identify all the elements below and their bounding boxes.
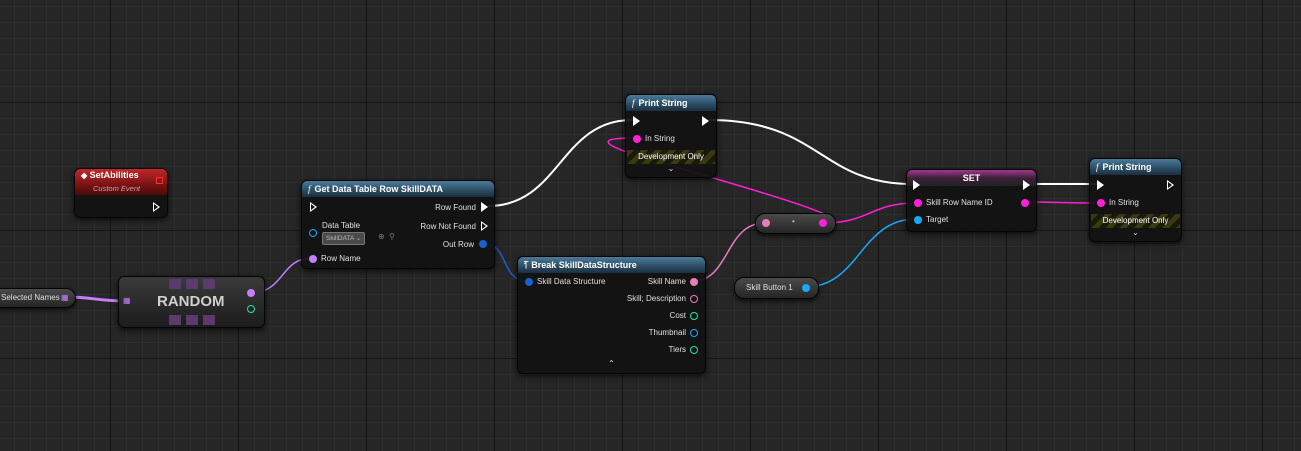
- output-skill-name-label: Skill Name: [647, 277, 686, 286]
- break-header: ⥘Break SkillDataStructure: [518, 257, 705, 273]
- get-row-exec-in-pin[interactable]: [310, 202, 317, 212]
- data-table-pin[interactable]: [309, 229, 317, 237]
- random-out-int-pin[interactable]: [247, 305, 255, 313]
- set-exec-in-pin[interactable]: [913, 180, 920, 190]
- set-var-in-pin[interactable]: [914, 199, 922, 207]
- set-abilities-event-node[interactable]: ◆ SetAbilities Custom Event: [74, 168, 168, 218]
- row-found-exec-pin[interactable]: [481, 202, 488, 212]
- event-title: SetAbilities: [89, 170, 139, 180]
- event-icon: ◆: [81, 171, 88, 180]
- print2-in-string-label: In String: [1109, 198, 1139, 207]
- output-tiers-label: Tiers: [668, 345, 686, 354]
- skill-data-structure-pin[interactable]: [525, 278, 533, 286]
- random-deco-bottom: [169, 315, 215, 325]
- output-thumbnail-pin[interactable]: [690, 329, 698, 337]
- set-title: SET: [962, 173, 981, 183]
- function-icon: f: [1096, 162, 1099, 172]
- random-deco-top: [169, 279, 215, 289]
- output-description-label: Skill; Description: [626, 294, 686, 303]
- get-row-title: Get Data Table Row SkillDATA: [314, 184, 444, 194]
- print1-title: Print String: [638, 98, 688, 108]
- array-in-pin-icon[interactable]: ▦: [123, 296, 131, 305]
- target-pin[interactable]: [914, 216, 922, 224]
- row-not-found-label: Row Not Found: [420, 222, 476, 231]
- development-only-banner: Development Only: [627, 150, 715, 164]
- break-struct-icon: ⥘: [524, 260, 529, 270]
- print1-in-string-pin[interactable]: [633, 135, 641, 143]
- print2-in-string-pin[interactable]: [1097, 199, 1105, 207]
- collapse-chevron-icon[interactable]: ⌃: [608, 359, 615, 368]
- data-table-value: SkillDATA: [326, 235, 354, 242]
- expand-chevron-icon[interactable]: ⌄: [667, 164, 675, 173]
- print2-exec-out-pin[interactable]: [1167, 180, 1174, 190]
- output-skill-name-pin[interactable]: [690, 278, 698, 286]
- skill-button-variable-node[interactable]: Skill Button 1: [734, 277, 819, 299]
- random-node[interactable]: ▦ RANDOM: [118, 276, 265, 328]
- event-exec-out-pin[interactable]: [153, 202, 160, 212]
- exec-wire-rowfound-print: [487, 119, 633, 207]
- row-name-pin[interactable]: [309, 255, 317, 263]
- print2-title: Print String: [1102, 162, 1152, 172]
- out-row-label: Out Row: [442, 240, 474, 249]
- expand-chevron-icon[interactable]: ⌄: [1132, 228, 1139, 237]
- skill-button-out-pin[interactable]: [802, 284, 810, 292]
- print1-in-string-label: In String: [645, 134, 675, 143]
- random-title: RANDOM: [157, 293, 225, 310]
- random-out-name-pin[interactable]: [247, 289, 255, 297]
- target-label: Target: [926, 215, 949, 224]
- skill-data-structure-label: Skill Data Structure: [537, 277, 606, 286]
- function-icon: f: [308, 184, 311, 194]
- exec-wire-print-set: [708, 119, 913, 185]
- print1-exec-out-pin[interactable]: [702, 116, 709, 126]
- development-only-banner: Development Only: [1091, 214, 1180, 228]
- reroute-node[interactable]: •: [755, 213, 836, 234]
- selected-names-variable-node[interactable]: Selected Names ▦: [0, 288, 76, 308]
- output-thumbnail-label: Thumbnail: [648, 328, 686, 337]
- row-not-found-exec-pin[interactable]: [481, 221, 488, 231]
- row-name-label: Row Name: [321, 254, 361, 263]
- reroute-in-pin[interactable]: [762, 219, 770, 227]
- function-icon: f: [632, 98, 635, 108]
- event-delegate-pin[interactable]: [156, 177, 163, 184]
- data-table-label: Data Table: [322, 221, 361, 230]
- selected-names-label: Selected Names: [1, 293, 60, 302]
- set-exec-out-pin[interactable]: [1023, 180, 1030, 190]
- array-pin-icon[interactable]: ▦: [61, 293, 69, 302]
- search-icon[interactable]: ⚲: [389, 232, 395, 241]
- break-struct-node[interactable]: ⥘Break SkillDataStructure Skill Data Str…: [517, 256, 706, 374]
- output-cost-label: Cost: [669, 311, 686, 320]
- output-tiers-pin[interactable]: [690, 346, 698, 354]
- object-wire-button-target: [804, 218, 917, 288]
- output-cost-pin[interactable]: [690, 312, 698, 320]
- skill-button-label: Skill Button 1: [746, 283, 793, 292]
- output-description-pin[interactable]: [690, 295, 698, 303]
- set-variable-node[interactable]: SET Skill Row Name ID Target: [906, 169, 1037, 232]
- browse-icon[interactable]: ⊕: [378, 232, 385, 241]
- data-table-select[interactable]: SkillDATA ⌄: [322, 232, 366, 245]
- set-var-out-pin[interactable]: [1021, 199, 1029, 207]
- break-title: Break SkillDataStructure: [531, 260, 637, 270]
- print1-exec-in-pin[interactable]: [633, 116, 640, 126]
- string-wire-reroute-set: [822, 202, 917, 224]
- out-row-pin[interactable]: [479, 240, 487, 248]
- event-subtitle: Custom Event: [93, 184, 141, 193]
- event-header: ◆ SetAbilities Custom Event: [75, 169, 167, 195]
- set-header: SET: [907, 170, 1036, 186]
- set-var-label: Skill Row Name ID: [926, 198, 993, 207]
- reroute-out-pin[interactable]: [819, 219, 827, 227]
- print2-exec-in-pin[interactable]: [1097, 180, 1104, 190]
- row-found-label: Row Found: [435, 203, 476, 212]
- reroute-label: •: [792, 217, 795, 226]
- chevron-down-icon: ⌄: [355, 235, 362, 242]
